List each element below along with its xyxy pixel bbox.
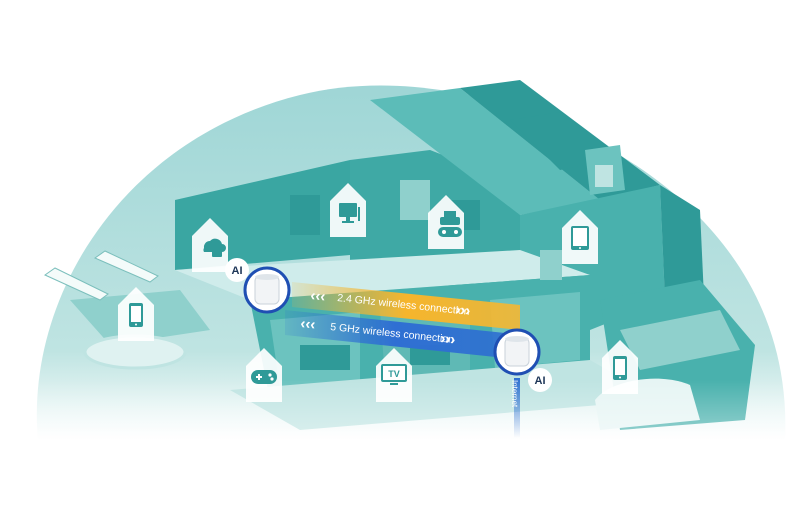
device-pin-desktop <box>330 183 366 237</box>
tv-icon: TV <box>381 364 407 385</box>
tablet-icon <box>571 226 589 250</box>
desktop-computer-icon <box>339 203 360 223</box>
internet-label: Internet <box>510 380 519 408</box>
tv-icon-text: TV <box>388 369 400 379</box>
router-secondary: AI Internet <box>493 328 552 438</box>
band-24ghz-chevrons-right: ››› <box>455 301 472 319</box>
band-5ghz-chevrons-left: ‹‹‹ <box>300 315 317 333</box>
device-pin-phone-garage <box>602 340 638 394</box>
device-pin-tablet <box>562 210 598 264</box>
gamepad-printer-icon <box>438 211 462 237</box>
gamepad-icon <box>251 370 277 384</box>
router-primary: AI <box>225 258 291 314</box>
bottom-fade <box>0 380 800 516</box>
device-pin-phone-pool <box>118 287 154 341</box>
cloud-storage-icon <box>203 238 226 257</box>
band-24ghz-chevrons-left: ‹‹‹ <box>310 287 327 305</box>
smartphone-icon <box>613 356 627 380</box>
ai-badge-secondary <box>528 368 552 392</box>
device-pin-tv: TV <box>376 348 412 402</box>
band-5ghz: ‹‹‹ 5 GHz wireless connection ››› <box>285 310 505 358</box>
device-pin-gamepad-printer <box>428 195 464 249</box>
ai-badge-primary <box>225 258 249 282</box>
device-pin-cloud-storage <box>192 218 228 272</box>
smartphone-icon <box>129 303 143 327</box>
ai-badge-primary-text: AI <box>232 265 243 277</box>
device-pin-gamepad <box>246 348 282 402</box>
ai-badge-secondary-text: AI <box>535 375 546 387</box>
band-5ghz-chevrons-right: ››› <box>440 330 457 348</box>
